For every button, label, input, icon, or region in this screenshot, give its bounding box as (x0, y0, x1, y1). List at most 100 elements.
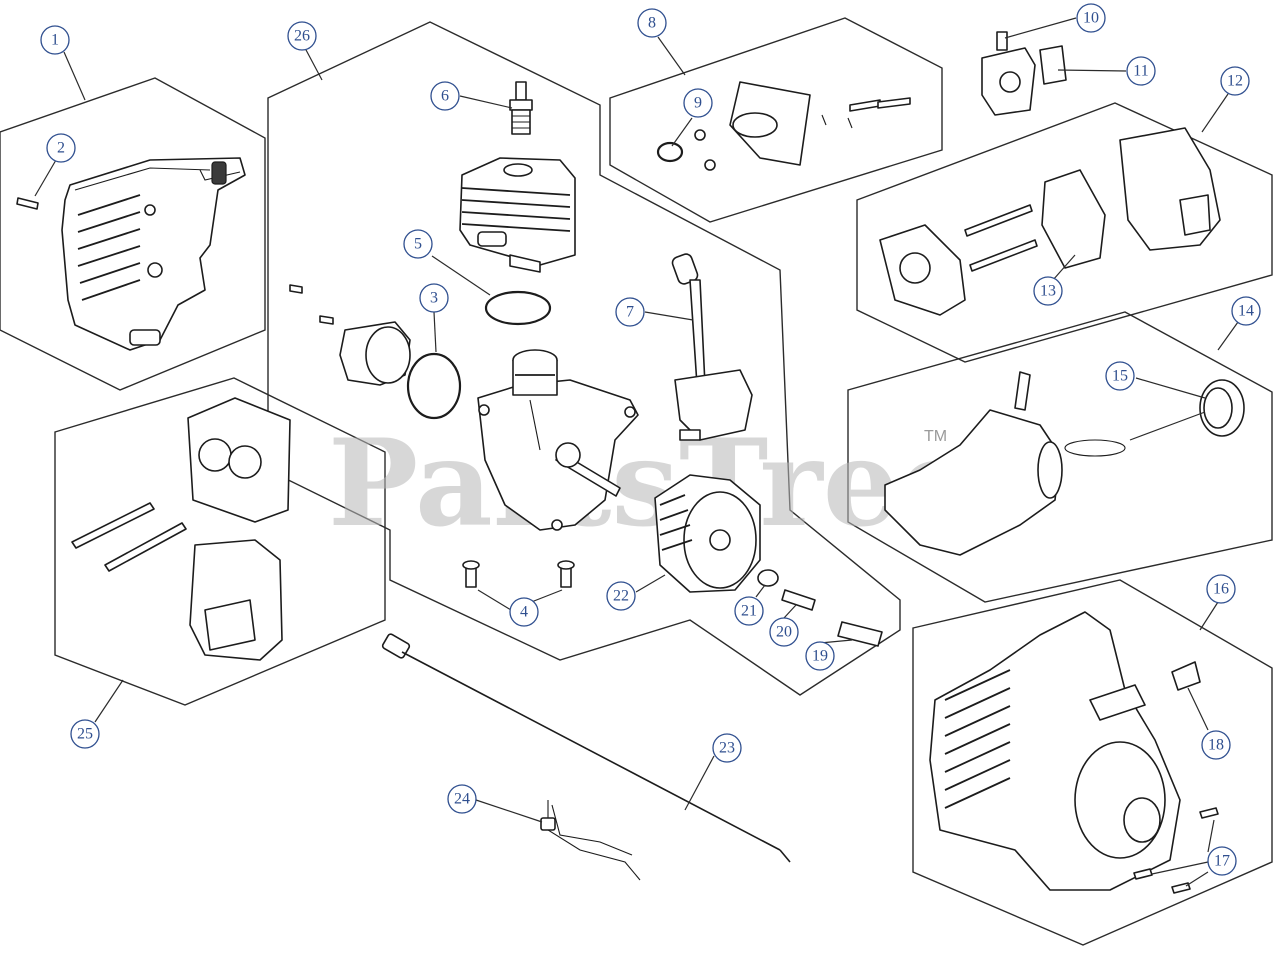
flywheel-part (654, 474, 761, 593)
callout-25[interactable]: 25 (70, 719, 100, 749)
callout-5[interactable]: 5 (403, 229, 433, 259)
callout-16[interactable]: 16 (1206, 574, 1236, 604)
group-outline-intake (609, 17, 943, 223)
leader-25 (94, 679, 124, 723)
leader-22 (635, 574, 666, 593)
callout-23[interactable]: 23 (712, 733, 742, 763)
screw-part-2 (16, 197, 39, 210)
callout-9[interactable]: 9 (683, 88, 713, 118)
leader-6 (459, 95, 513, 109)
callout-8[interactable]: 8 (637, 8, 667, 38)
callout-7[interactable]: 7 (615, 297, 645, 327)
leader-12 (1201, 93, 1229, 133)
svg-text:12: 12 (1227, 73, 1243, 90)
engine-housing-part (929, 611, 1181, 891)
callout-6[interactable]: 6 (430, 81, 460, 111)
callout-18[interactable]: 18 (1201, 730, 1231, 760)
svg-text:9: 9 (694, 95, 702, 112)
spark-plug-part (509, 81, 533, 135)
leader-3 (433, 311, 437, 353)
callout-12[interactable]: 12 (1220, 66, 1250, 96)
callout-14[interactable]: 14 (1231, 296, 1261, 326)
washer-part-21 (757, 569, 779, 587)
group-outline-engine (267, 21, 901, 696)
group-outline-muffler-cover (0, 77, 266, 391)
switch-part-18 (1171, 661, 1201, 691)
gasket-part-9 (656, 141, 684, 163)
intake-manifold-part (694, 81, 911, 171)
muffler-cover-part (61, 157, 246, 351)
svg-text:2: 2 (57, 140, 65, 157)
group-outline-air-filter (856, 102, 1273, 363)
svg-text:3: 3 (430, 290, 438, 307)
callout-20[interactable]: 20 (769, 617, 799, 647)
callout-11[interactable]: 11 (1126, 56, 1156, 86)
callout-21[interactable]: 21 (734, 596, 764, 626)
watermark-tm: TM (924, 428, 947, 445)
group-outline-muffler (54, 377, 386, 706)
svg-text:23: 23 (719, 740, 735, 757)
throttle-cable-part (381, 633, 791, 863)
leader-11 (1057, 69, 1127, 72)
svg-text:26: 26 (294, 28, 310, 45)
callout-1[interactable]: 1 (40, 25, 70, 55)
leader-14 (1217, 321, 1239, 351)
svg-text:5: 5 (414, 236, 422, 253)
leader-17 (1151, 819, 1215, 887)
callout-26[interactable]: 26 (287, 21, 317, 51)
leader-9 (671, 117, 693, 147)
callout-3[interactable]: 3 (419, 283, 449, 313)
leader-20 (783, 604, 797, 619)
svg-text:11: 11 (1133, 63, 1148, 80)
leader-21 (755, 584, 766, 598)
svg-text:1: 1 (51, 32, 59, 49)
svg-text:13: 13 (1040, 283, 1056, 300)
leader-7 (644, 311, 694, 321)
carb-gasket-part-11 (1039, 45, 1067, 85)
clutch-nut-part-19 (837, 621, 883, 647)
svg-text:25: 25 (77, 726, 93, 743)
leader-1 (63, 51, 86, 101)
fuel-cap-part-15 (1064, 379, 1245, 457)
carburetor-part (981, 31, 1036, 116)
gasket-ring-part-5 (484, 290, 552, 326)
callout-22[interactable]: 22 (606, 581, 636, 611)
leader-8 (657, 36, 686, 76)
callout-24[interactable]: 24 (447, 784, 477, 814)
leader-18 (1187, 687, 1209, 731)
fuel-tank-part (884, 371, 1063, 556)
svg-text:7: 7 (626, 304, 634, 321)
leader-13 (1052, 254, 1076, 281)
air-filter-cover-part (879, 127, 1221, 316)
svg-text:19: 19 (812, 648, 828, 665)
o-ring-part-3 (406, 352, 462, 420)
ignition-coil-part (671, 253, 753, 441)
callout-19[interactable]: 19 (805, 641, 835, 671)
callout-2[interactable]: 2 (46, 133, 76, 163)
callout-17[interactable]: 17 (1207, 846, 1237, 876)
leader-16 (1199, 601, 1219, 631)
wire-harness-part (540, 800, 641, 881)
leader-5 (431, 255, 491, 296)
svg-text:10: 10 (1083, 10, 1099, 27)
svg-text:24: 24 (454, 791, 470, 808)
group-outline-housing (912, 579, 1273, 946)
svg-text:20: 20 (776, 624, 792, 641)
spacer-part-20 (781, 589, 816, 611)
watermark-text: PartsTree (328, 413, 975, 554)
svg-text:6: 6 (441, 88, 449, 105)
callout-10[interactable]: 10 (1076, 3, 1106, 33)
callout-4[interactable]: 4 (509, 597, 539, 627)
svg-text:21: 21 (741, 603, 757, 620)
leader-15 (1135, 377, 1206, 399)
svg-text:22: 22 (613, 588, 629, 605)
bolts-part-4 (462, 560, 575, 588)
svg-text:14: 14 (1238, 303, 1254, 320)
crankcase-part (477, 349, 639, 531)
svg-text:16: 16 (1213, 581, 1229, 598)
pulley-cover-part (289, 284, 411, 386)
callout-15[interactable]: 15 (1105, 361, 1135, 391)
callout-13[interactable]: 13 (1033, 276, 1063, 306)
